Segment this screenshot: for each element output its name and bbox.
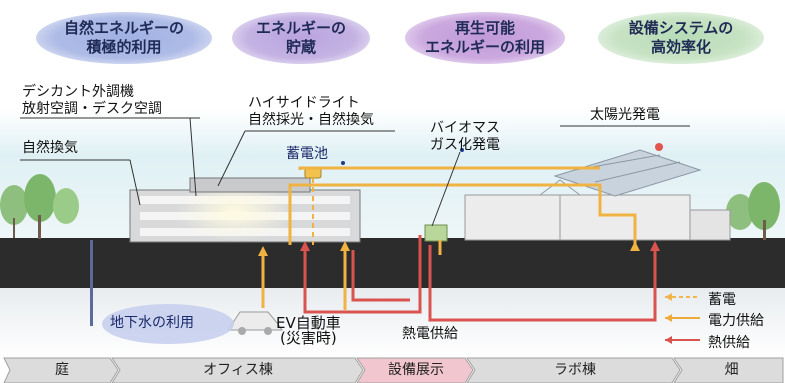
category-system-efficiency: 設備システムの 高効率化 [598,12,764,64]
label-groundwater: 地下水の利用 [110,315,194,331]
groundwater-pipe [90,240,93,326]
label-heat-power-supply: 熱電供給 [402,326,458,342]
legend-arrows [665,293,700,344]
tree-icon [726,182,780,240]
zone-garden: 庭 [55,362,69,378]
category-renewable-energy: 再生可能 エネルギーの利用 [405,12,565,64]
zone-equipment-exhibit: 設備展示 [388,362,444,378]
label-desiccant: デシカント外調機 放射空調・デスク空調 [22,84,162,117]
zone-field: 畑 [724,362,739,378]
tree-icon [0,174,79,239]
zone-office: オフィス棟 [203,362,273,378]
biomass-generator-unit [424,224,448,242]
heat-flow-lines [303,235,657,322]
category-energy-storage: エネルギーの 貯蔵 [232,12,370,64]
legend-power-supply: 電力供給 [708,313,764,329]
zone-lab: ラボ棟 [554,362,596,378]
callout-lines [20,117,690,227]
label-biomass: バイオマス ガス化発電 [430,120,500,153]
label-high-side-light: ハイサイドライト 自然採光・自然換気 [248,95,374,128]
label-solar: 太陽光発電 [590,107,660,123]
category-natural-energy: 自然エネルギーの 積極的利用 [36,12,212,64]
office-building [129,177,361,243]
arrow-heads [258,241,640,256]
label-natural-ventilation: 自然換気 [22,140,78,156]
label-ev: EV自動車 (災害時) [276,314,341,347]
legend-storage: 蓄電 [708,292,736,308]
power-flow-lines [261,166,637,310]
zone-tab-bar [3,357,784,383]
legend-heat-supply: 熱供給 [708,335,750,351]
lab-building [464,179,731,241]
label-battery: 蓄電池 [286,146,328,162]
